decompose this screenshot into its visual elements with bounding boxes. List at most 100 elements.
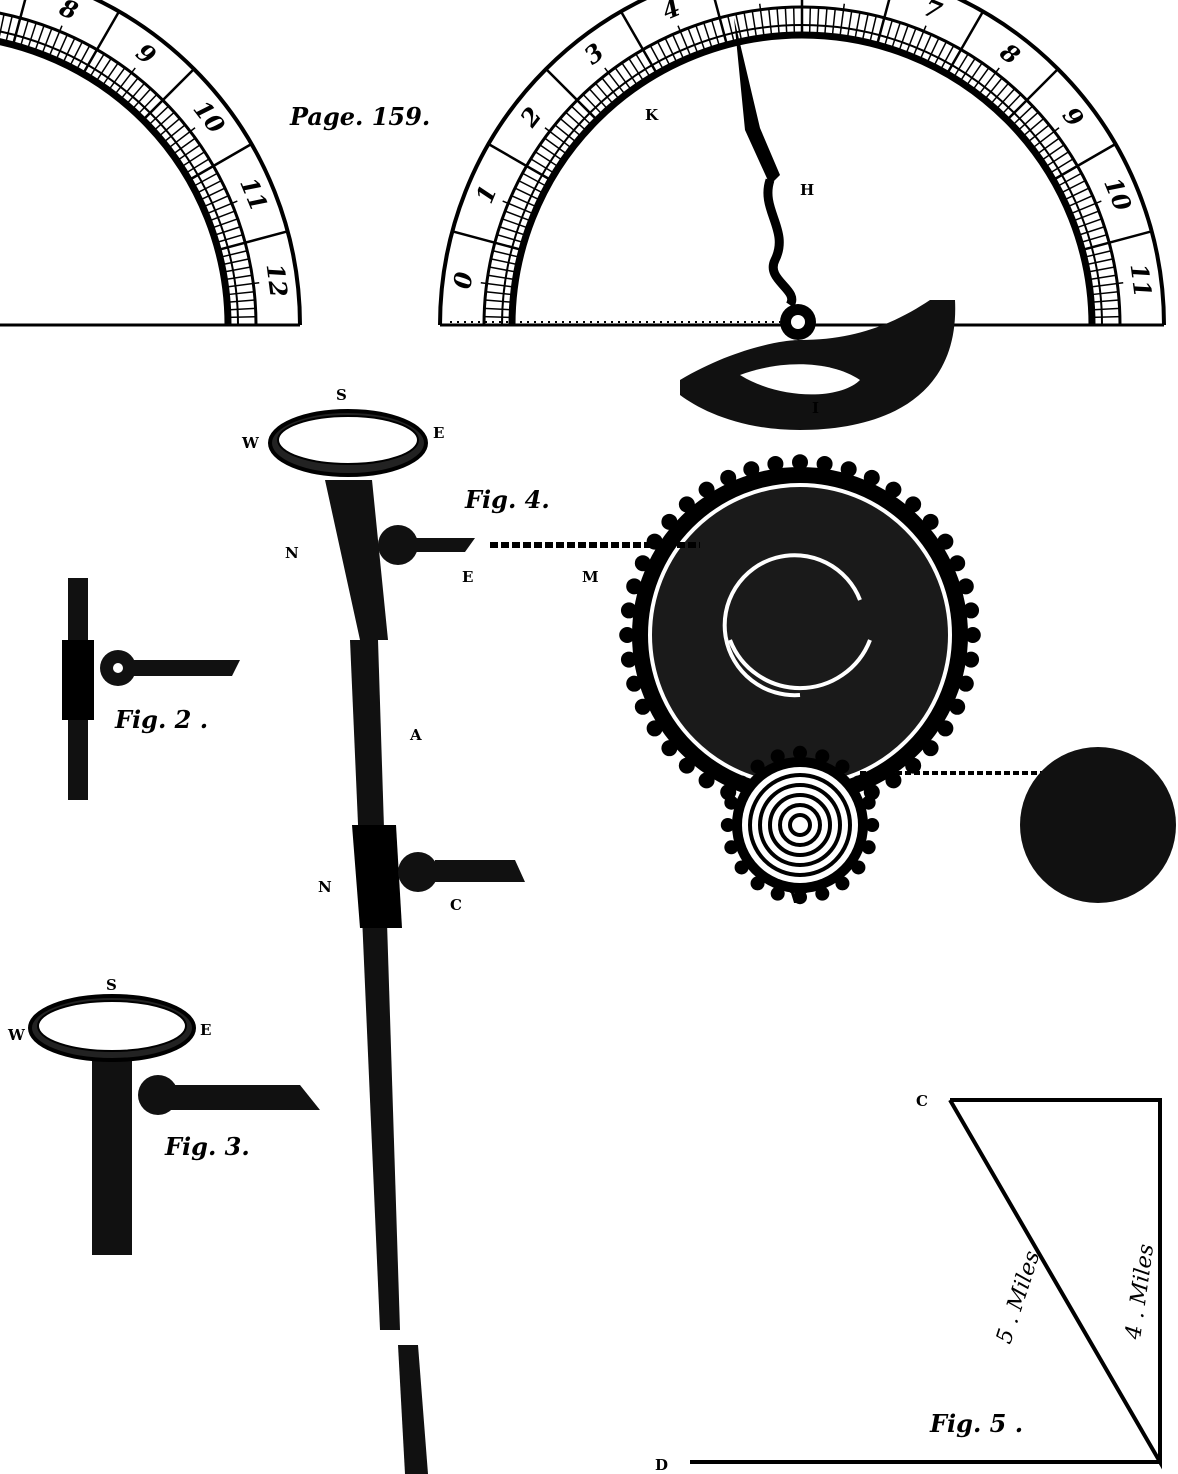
dial-tick <box>621 62 639 87</box>
dial-tick <box>81 10 121 75</box>
dial-tick <box>614 67 633 91</box>
gear-tooth <box>963 651 980 668</box>
dial-tick <box>0 13 5 37</box>
dial-tick <box>221 258 250 266</box>
dial-tick <box>1022 117 1045 138</box>
gear-tooth <box>792 454 808 471</box>
dial-tick <box>831 8 836 37</box>
gear-tooth <box>793 890 807 905</box>
dial-tick <box>601 77 621 101</box>
dial-tick <box>11 0 27 46</box>
gear-tooth <box>816 455 833 472</box>
dial-tick <box>490 258 519 266</box>
fig5-label-c: C <box>916 1092 928 1110</box>
dial-number: 8 <box>55 0 83 26</box>
gear-tooth <box>620 651 637 668</box>
dial-tick <box>137 93 158 116</box>
dial-tick <box>487 142 552 182</box>
gear-tooth <box>865 818 880 832</box>
dial-tick <box>225 281 260 288</box>
dial-tick <box>545 68 598 121</box>
dial-tick <box>977 67 1000 96</box>
dial-tick <box>504 210 532 222</box>
fig5-triangle <box>690 1098 1162 1470</box>
dial-needle <box>734 18 816 340</box>
dial-number: 3 <box>578 37 609 70</box>
dial-number: 5 <box>747 0 767 1</box>
dial-tick <box>213 226 241 237</box>
dial-tick <box>184 158 210 175</box>
dial-tick <box>217 230 288 252</box>
dial-tick <box>594 82 615 105</box>
dial-tick <box>484 315 513 319</box>
dial-tick <box>554 124 578 144</box>
dial-tick <box>945 10 985 75</box>
dial-tick <box>1077 226 1105 237</box>
label-k: K <box>645 106 659 124</box>
fig3-label-e: E <box>200 1021 211 1039</box>
gear-tooth <box>793 745 807 760</box>
dial-tick <box>952 53 969 79</box>
dial-tick <box>1090 291 1119 296</box>
dial-tick <box>792 7 796 36</box>
dial-tick <box>1011 105 1034 126</box>
dial-tick <box>107 67 126 91</box>
dial-tick <box>926 37 940 64</box>
dial-tick <box>534 151 560 168</box>
gear-tooth <box>620 602 637 619</box>
dial-tick <box>226 291 255 296</box>
dial-tick <box>199 187 226 201</box>
dial-number: 8 <box>994 36 1026 70</box>
dial-tick <box>167 127 196 150</box>
dial-tick <box>202 194 229 208</box>
fig4-label: Fig. 4. <box>464 485 550 514</box>
dial-tick <box>559 117 582 138</box>
dial-tick <box>68 41 84 67</box>
dial-tick <box>1091 307 1120 311</box>
dial-tick <box>890 22 901 50</box>
dial-tick <box>227 299 256 303</box>
gears <box>619 454 981 905</box>
dial-tick <box>480 281 515 288</box>
dial-tick <box>656 41 672 67</box>
dial-tick <box>776 7 780 36</box>
dial-tick <box>619 10 659 75</box>
label-w: W <box>789 889 808 907</box>
dial-tick <box>1075 218 1103 229</box>
dial-tick <box>153 111 175 132</box>
dial-tick <box>489 266 517 273</box>
dial-tick <box>223 266 251 273</box>
dial-tick <box>883 19 894 48</box>
dial-tick <box>101 62 119 87</box>
dial-number: 7 <box>920 0 947 26</box>
gear-tooth <box>767 455 784 472</box>
dial-tick <box>1052 142 1117 182</box>
label-h: H <box>800 181 814 199</box>
dial-tick <box>743 12 750 40</box>
dial-tick <box>19 19 30 48</box>
dial-tick <box>215 233 244 244</box>
dial-tick <box>1083 250 1112 259</box>
dial-tick <box>219 250 248 259</box>
dial-tick <box>939 45 955 71</box>
dial-tick <box>868 15 877 44</box>
label-s-top: S <box>336 386 347 404</box>
weight-disc <box>1020 747 1176 903</box>
dial-tick <box>1044 151 1070 168</box>
gear-tooth <box>619 627 636 643</box>
dial-tick <box>75 45 91 71</box>
dial-tick <box>846 10 853 39</box>
dial-tick <box>1006 68 1059 121</box>
dial-tick <box>912 25 927 58</box>
dial-tick <box>695 24 706 52</box>
dial-tick <box>227 315 256 319</box>
dial-tick <box>959 57 976 83</box>
gear-tooth <box>720 818 735 832</box>
dial-tick <box>703 22 714 50</box>
dial-tick <box>1087 266 1115 273</box>
dial-tick <box>208 210 236 222</box>
dial-tick <box>539 144 564 162</box>
dial-tick <box>55 34 69 61</box>
